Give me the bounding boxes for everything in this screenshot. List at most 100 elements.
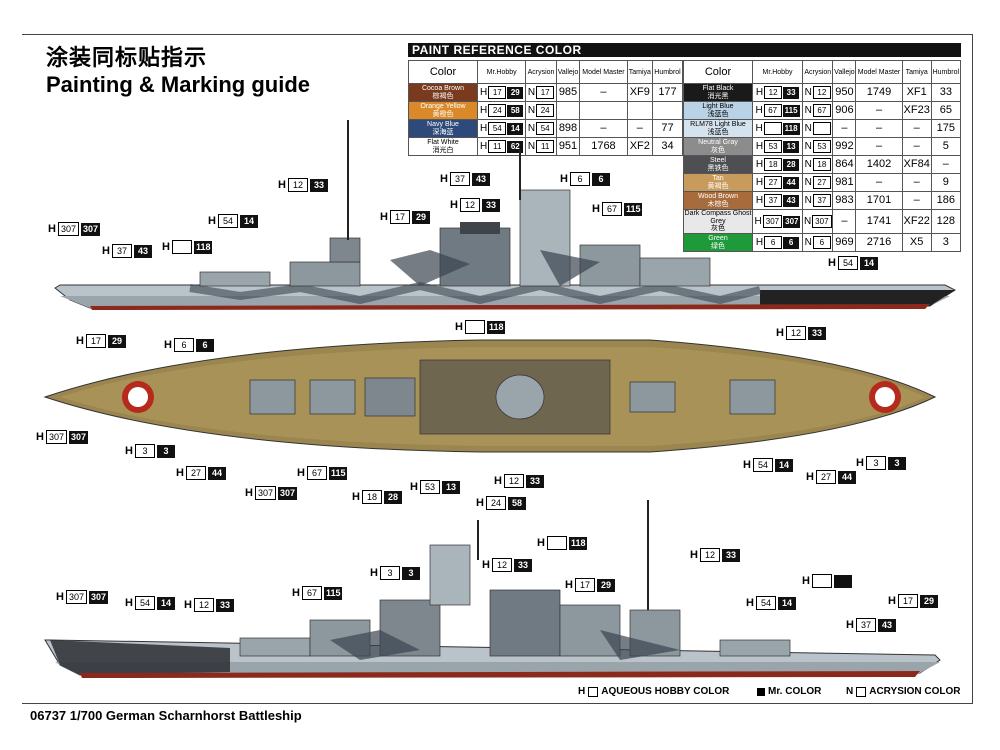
humbrol-cell: 128 bbox=[930, 208, 962, 235]
color-name: Flat Black bbox=[702, 84, 734, 92]
column-header: Humbrol bbox=[930, 60, 962, 84]
column-header: Model Master bbox=[579, 60, 628, 84]
humbrol-cell: 3 bbox=[930, 233, 962, 253]
footer-title: 06737 1/700 German Scharnhorst Battleshi… bbox=[30, 708, 302, 723]
mm-cell: – bbox=[855, 137, 903, 156]
vallejo-cell: 951 bbox=[555, 137, 581, 156]
legend-mr-color: Mr. COLOR bbox=[757, 686, 821, 697]
acrysion-cell: N bbox=[802, 119, 834, 138]
vallejo-cell: 985 bbox=[555, 83, 581, 102]
column-header: Humbrol bbox=[651, 60, 684, 84]
color-name-cn: 灰色 bbox=[711, 225, 725, 233]
column-header: Tamiya bbox=[901, 60, 932, 84]
color-name-cn: 黑铁色 bbox=[707, 164, 729, 172]
mm-cell: 1768 bbox=[579, 137, 628, 156]
paint-reference-header: PAINT REFERENCE COLOR bbox=[408, 43, 961, 57]
color-name: Green bbox=[708, 234, 728, 242]
title-english: Painting & Marking guide bbox=[46, 72, 311, 97]
acrysion-box-icon bbox=[856, 686, 867, 697]
color-name-cn: 浅蓝色 bbox=[707, 128, 729, 136]
color-name-cn: 绿色 bbox=[711, 242, 725, 250]
ship-deck-view bbox=[43, 339, 937, 453]
column-header: Color bbox=[683, 60, 753, 84]
ship-profile-bottom bbox=[44, 500, 941, 678]
color-name: Wood Brown bbox=[698, 192, 738, 200]
color-name-cn: 黄橙色 bbox=[432, 110, 454, 118]
mm-cell: 1741 bbox=[855, 208, 903, 235]
tamiya-cell: XF2 bbox=[626, 137, 653, 156]
color-name-cn: 深海蓝 bbox=[432, 128, 454, 136]
mm-cell: – bbox=[855, 101, 903, 120]
color-name-cn: 棕褐色 bbox=[432, 92, 454, 100]
humbrol-cell: 9 bbox=[930, 173, 962, 192]
color-name-cn: 消光黑 bbox=[707, 92, 729, 100]
title-chinese: 涂装同标贴指示 bbox=[46, 46, 208, 71]
humbrol-cell: 34 bbox=[651, 137, 684, 156]
ship-profile-top bbox=[54, 120, 957, 310]
color-name-cn: 浅蓝色 bbox=[707, 110, 729, 118]
color-name-cn: 木棕色 bbox=[707, 200, 729, 208]
color-name: Navy Blue bbox=[427, 120, 459, 128]
aqueous-box-icon bbox=[588, 686, 599, 697]
color-name: Tan bbox=[712, 174, 724, 182]
column-header: Mr.Hobby bbox=[476, 60, 527, 84]
